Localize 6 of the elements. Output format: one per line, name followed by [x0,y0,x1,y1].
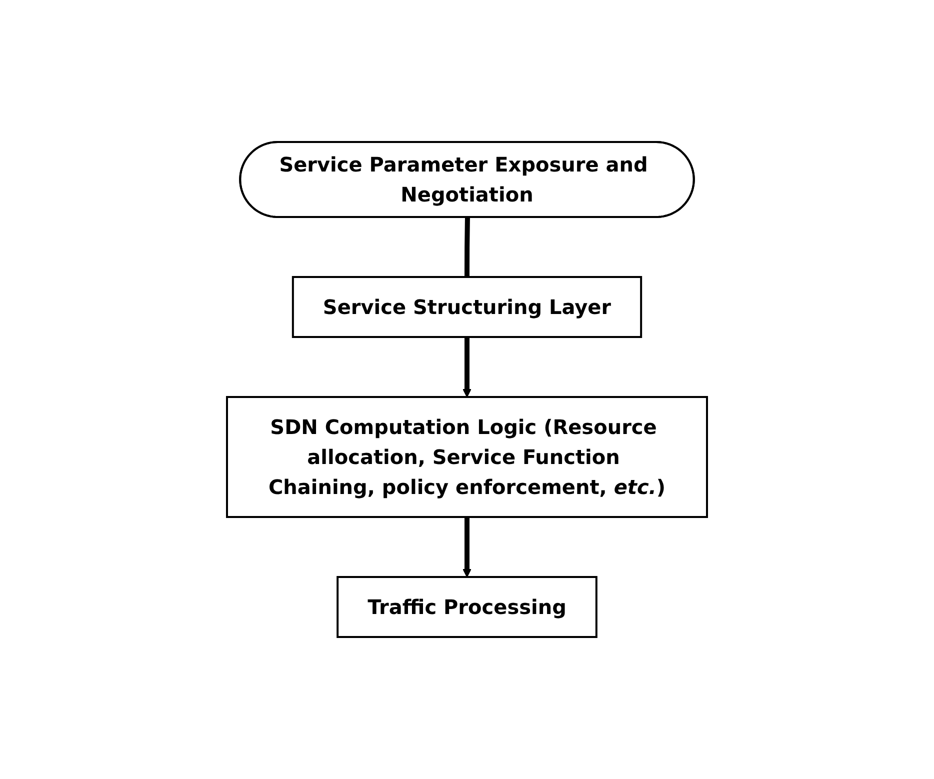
node-box: SDN Computation Logic (Resource allocation, Service Function Chaining, policy enforcement, etc.) [226,396,708,518]
node-box: Traffic Processing [336,576,598,638]
arrow [462,337,472,398]
connector [464,217,470,277]
arrow [462,517,472,578]
node-box: Service Structuring Layer [292,276,642,338]
